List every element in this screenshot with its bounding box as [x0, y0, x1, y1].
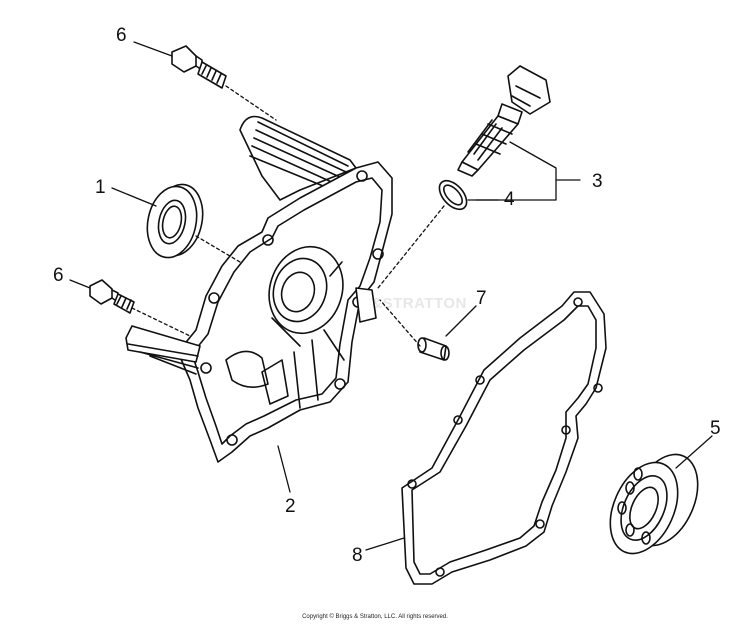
ball-bearing [609, 453, 699, 555]
callout-7: 7 [476, 288, 487, 309]
callout-2: 2 [285, 496, 296, 517]
crankcase-cover [125, 115, 393, 463]
dipstick [457, 65, 551, 177]
callout-8: 8 [352, 545, 363, 566]
oil-seal [146, 183, 204, 259]
bolt-left [89, 279, 135, 314]
dowel-pin [417, 337, 450, 361]
bolt-top [171, 45, 227, 89]
callout-1: 1 [95, 177, 106, 198]
callout-6-top: 6 [116, 25, 127, 46]
gasket [401, 291, 607, 585]
callout-5: 5 [710, 418, 721, 439]
o-ring [438, 179, 468, 211]
callout-6-left: 6 [53, 265, 64, 286]
leader-lines [69, 41, 713, 551]
callout-3: 3 [592, 171, 603, 192]
callout-4: 4 [504, 189, 515, 210]
copyright-notice: Copyright © Briggs & Stratton, LLC. All … [302, 614, 448, 620]
